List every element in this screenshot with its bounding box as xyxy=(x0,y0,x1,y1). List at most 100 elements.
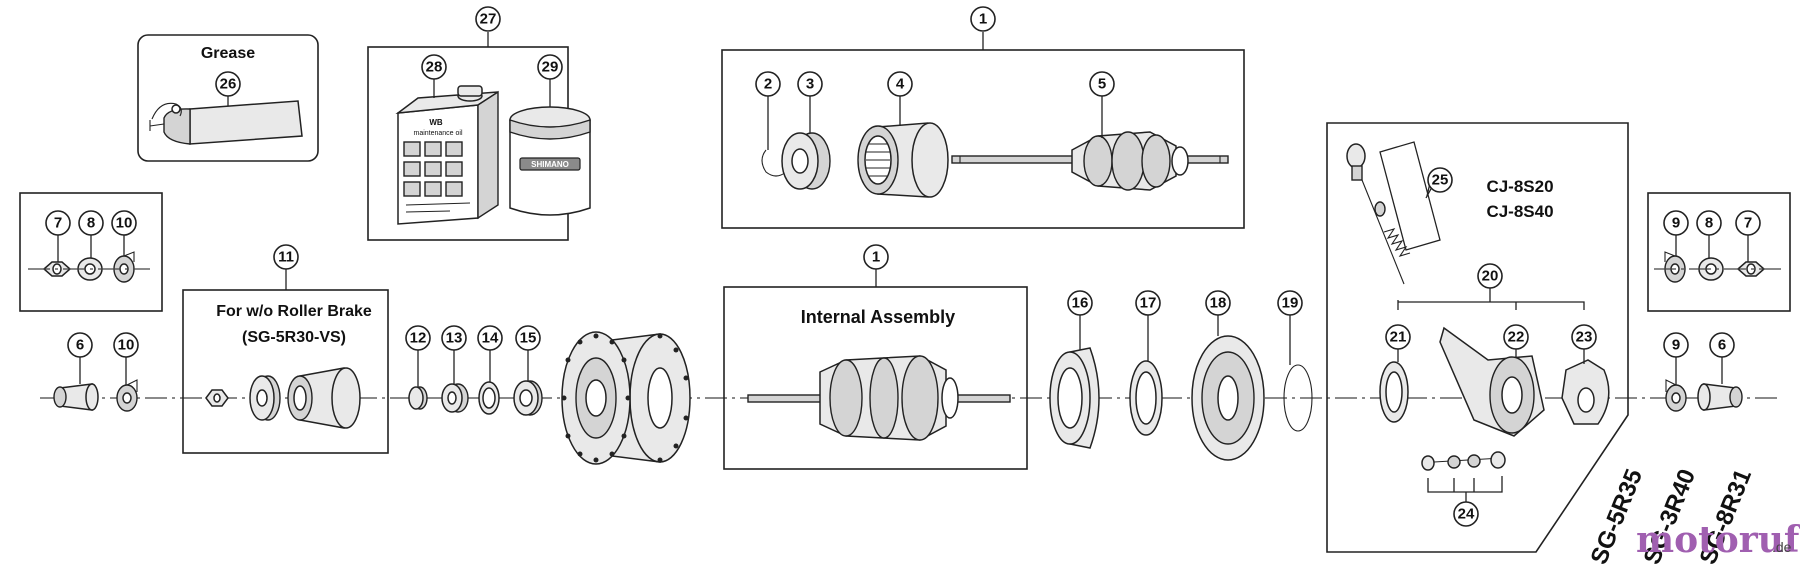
callout-19: 19 xyxy=(1277,290,1303,316)
svg-text:26: 26 xyxy=(220,76,237,93)
svg-text:10: 10 xyxy=(118,337,135,354)
callout-9-top: 9 xyxy=(1663,210,1689,236)
roller-brake-box-parts xyxy=(205,367,361,429)
svg-text:10: 10 xyxy=(116,215,133,232)
grease-jar-drawing: SHIMANO xyxy=(509,106,591,216)
jar-brand: SHIMANO xyxy=(531,160,569,169)
sprocket-stack xyxy=(1049,335,1313,461)
oil-can-brand: WB xyxy=(429,118,443,127)
svg-text:3: 3 xyxy=(806,76,814,93)
callout-14: 14 xyxy=(477,325,503,351)
oil-can-title: maintenance oil xyxy=(413,130,462,137)
svg-text:25: 25 xyxy=(1432,172,1449,189)
callout-21: 21 xyxy=(1385,324,1411,350)
callout-15: 15 xyxy=(515,325,541,351)
leader-lines xyxy=(57,32,1749,502)
svg-text:5: 5 xyxy=(1098,76,1106,93)
svg-text:22: 22 xyxy=(1508,329,1525,346)
svg-text:7: 7 xyxy=(1744,215,1752,232)
svg-text:24: 24 xyxy=(1458,506,1475,523)
callout-10-lower: 10 xyxy=(113,332,139,358)
grease-label: Grease xyxy=(201,45,255,62)
callout-23: 23 xyxy=(1571,324,1597,350)
callout-6-right: 6 xyxy=(1709,332,1735,358)
watermark-suffix: .de xyxy=(1772,539,1792,555)
callout-1-top: 1 xyxy=(970,6,996,32)
callout-25: 25 xyxy=(1427,167,1453,193)
callout-9-lower: 9 xyxy=(1663,332,1689,358)
svg-text:11: 11 xyxy=(278,249,294,266)
callout-4: 4 xyxy=(887,71,913,97)
internal-assembly-label: Internal Assembly xyxy=(801,307,955,327)
lock-washer-left xyxy=(116,379,138,412)
svg-text:13: 13 xyxy=(446,330,463,347)
svg-text:6: 6 xyxy=(76,337,84,354)
svg-text:1: 1 xyxy=(872,249,880,266)
cap-nut-right xyxy=(1697,383,1743,411)
svg-text:6: 6 xyxy=(1718,337,1726,354)
svg-text:9: 9 xyxy=(1672,215,1680,232)
callout-10-top: 10 xyxy=(111,210,137,236)
svg-text:9: 9 xyxy=(1672,337,1680,354)
svg-text:23: 23 xyxy=(1576,329,1593,346)
right-nut-set-parts xyxy=(1664,251,1766,283)
maintenance-oil-can-drawing: WB maintenance oil xyxy=(395,85,499,225)
callout-7-right: 7 xyxy=(1735,210,1761,236)
svg-text:8: 8 xyxy=(87,215,95,232)
svg-text:7: 7 xyxy=(54,215,62,232)
callout-8-left: 8 xyxy=(78,210,104,236)
callout-22: 22 xyxy=(1503,324,1529,350)
callout-5: 5 xyxy=(1089,71,1115,97)
svg-text:4: 4 xyxy=(896,76,905,93)
callout-2: 2 xyxy=(755,71,781,97)
internal-assembly-top-parts xyxy=(761,122,1229,198)
callout-12: 12 xyxy=(405,325,431,351)
svg-text:14: 14 xyxy=(482,330,499,347)
svg-text:18: 18 xyxy=(1210,295,1227,312)
cap-nut-left xyxy=(53,383,99,411)
nut-set-right-box xyxy=(1647,192,1791,312)
internal-assembly-parts xyxy=(747,355,1011,441)
nut-set-left-box xyxy=(19,192,163,312)
callout-18: 18 xyxy=(1205,290,1231,316)
cone-washer-stack xyxy=(408,380,543,416)
svg-text:20: 20 xyxy=(1482,268,1499,285)
roller-brake-label-line1: For w/o Roller Brake xyxy=(216,303,372,320)
chain-tensioner-parts xyxy=(1346,143,1610,471)
callout-26: 26 xyxy=(215,71,241,97)
grease-box xyxy=(137,34,319,162)
callout-1-lower: 1 xyxy=(863,244,889,270)
callout-17: 17 xyxy=(1135,290,1161,316)
svg-text:8: 8 xyxy=(1705,215,1713,232)
svg-text:27: 27 xyxy=(480,11,497,28)
svg-text:28: 28 xyxy=(426,59,443,76)
tensioner-label-line2: CJ-8S40 xyxy=(1486,202,1553,221)
svg-text:17: 17 xyxy=(1140,295,1157,312)
roller-brake-label-line2: (SG-5R30-VS) xyxy=(242,329,346,346)
callout-11: 11 xyxy=(273,244,299,270)
callout-6-left: 6 xyxy=(67,332,93,358)
svg-text:12: 12 xyxy=(410,330,427,347)
callout-24: 24 xyxy=(1453,501,1479,527)
svg-text:2: 2 xyxy=(764,76,772,93)
svg-text:1: 1 xyxy=(979,11,987,28)
svg-text:19: 19 xyxy=(1282,295,1299,312)
svg-text:21: 21 xyxy=(1390,329,1407,346)
chain-tensioner-box xyxy=(1326,122,1629,553)
grease-tube-drawing xyxy=(149,100,303,145)
callout-8-right: 8 xyxy=(1696,210,1722,236)
svg-text:15: 15 xyxy=(520,330,537,347)
svg-text:29: 29 xyxy=(542,59,559,76)
callout-27: 27 xyxy=(475,6,501,32)
tensioner-label-line1: CJ-8S20 xyxy=(1486,177,1553,196)
svg-text:16: 16 xyxy=(1072,295,1089,312)
callout-7-left: 7 xyxy=(45,210,71,236)
callout-28: 28 xyxy=(421,54,447,80)
callout-3: 3 xyxy=(797,71,823,97)
hub-shell xyxy=(561,331,691,465)
callout-13: 13 xyxy=(441,325,467,351)
watermark-text: motoruf xyxy=(1636,519,1800,561)
callout-16: 16 xyxy=(1067,290,1093,316)
callout-29: 29 xyxy=(537,54,563,80)
